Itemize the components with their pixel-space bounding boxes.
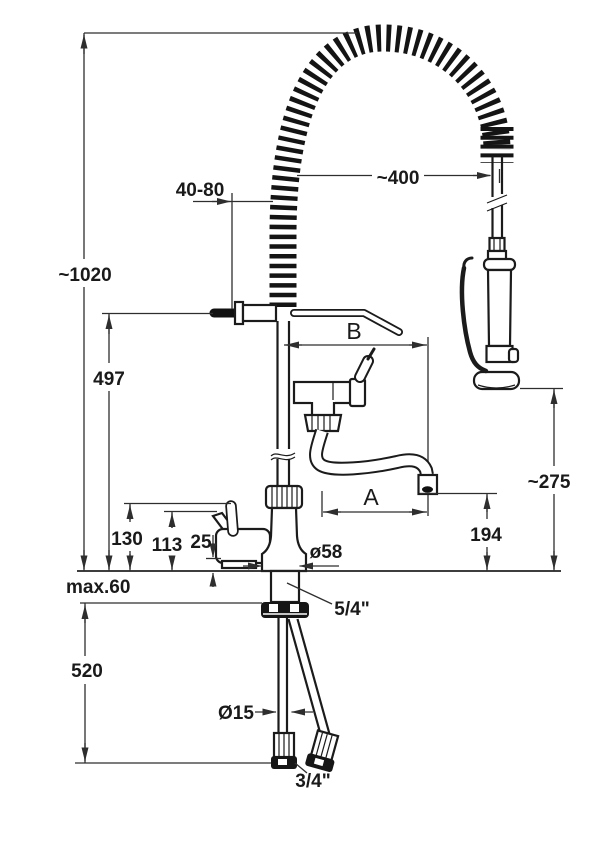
dimension-lever-top-height: 130 xyxy=(111,502,231,571)
dim-label-step-height: 25 xyxy=(190,532,212,553)
dim-label-riser-height: 497 xyxy=(93,369,125,390)
dim-label-outlet-height: 194 xyxy=(470,525,502,546)
valve-cartridge xyxy=(348,377,367,408)
diagonal-fitting xyxy=(305,729,340,773)
dim-label-max-deck: max.60 xyxy=(66,577,130,598)
dimension-wall-offset: 40-80 xyxy=(176,180,273,309)
dimension-max-deck: max.60 xyxy=(66,577,262,604)
dimension-b: B xyxy=(284,318,427,349)
base-lever xyxy=(227,502,237,535)
spray-face xyxy=(472,370,521,391)
dim-label-overall-height: ~1020 xyxy=(58,265,111,286)
dimension-hose-span: ~400 xyxy=(297,168,501,189)
dim-label-b: B xyxy=(346,318,361,344)
spray-head-nut xyxy=(488,236,506,253)
dimension-body-height: 113 xyxy=(152,510,217,571)
dimension-overall-height: ~1020 xyxy=(58,32,357,571)
dim-label-wall-offset: 40-80 xyxy=(176,180,225,201)
dim-label-hose-length: 520 xyxy=(71,661,103,682)
spiral-hose xyxy=(269,24,514,307)
dimension-riser-height: 497 xyxy=(93,312,213,571)
under-deck xyxy=(261,569,340,773)
support-rod xyxy=(290,309,403,336)
supply-hose-diagonal xyxy=(287,618,322,735)
spray-head-hook xyxy=(507,347,520,364)
base-column xyxy=(260,484,308,573)
side-valve xyxy=(292,347,376,433)
spray-lever xyxy=(459,265,489,374)
dimension-outlet-height: 194 xyxy=(420,492,502,571)
dimension-hose-length: 520 xyxy=(71,603,271,764)
dimension-a: A xyxy=(323,484,427,516)
riser-pipe xyxy=(270,321,296,486)
spray-pipe xyxy=(486,156,508,240)
swan-spout xyxy=(309,428,439,496)
dimension-base-diameter: ø58 xyxy=(243,542,343,570)
valve-handle xyxy=(356,357,372,381)
spray-head xyxy=(459,236,521,391)
hose-holder xyxy=(241,303,278,323)
dim-label-body-height: 113 xyxy=(152,535,183,556)
dim-label-a: A xyxy=(363,484,379,510)
dim-label-supply-thread: 3/4" xyxy=(295,771,330,792)
dim-label-shank-thread: 5/4" xyxy=(334,599,369,620)
spray-head-collar xyxy=(482,257,517,272)
dimension-spray-clearance: ~275 xyxy=(520,387,571,571)
dimension-step-height: 25 xyxy=(190,532,221,587)
spray-head-body xyxy=(486,268,513,348)
base-side-body xyxy=(211,500,272,570)
dimension-shank-thread: 5/4" xyxy=(286,582,370,620)
pipe-break xyxy=(271,449,294,459)
dim-label-pipe-diameter: Ø15 xyxy=(218,703,254,724)
spout-mouth xyxy=(422,486,433,493)
wall-bracket xyxy=(209,300,278,326)
dimension-pipe-diameter: Ø15 xyxy=(218,703,313,724)
dim-label-hose-span: ~400 xyxy=(377,168,420,189)
mounting-nut xyxy=(261,602,309,618)
dim-label-lever-top-height: 130 xyxy=(111,529,143,550)
spiral-hose-coil xyxy=(269,24,511,307)
bracket-plate xyxy=(233,300,245,326)
dimension-supply-thread: 3/4" xyxy=(294,762,331,792)
spout-nut xyxy=(303,413,343,433)
dim-label-spray-clearance: ~275 xyxy=(528,472,571,493)
valve-arm xyxy=(292,380,354,405)
dim-label-base-diameter: ø58 xyxy=(310,542,343,563)
